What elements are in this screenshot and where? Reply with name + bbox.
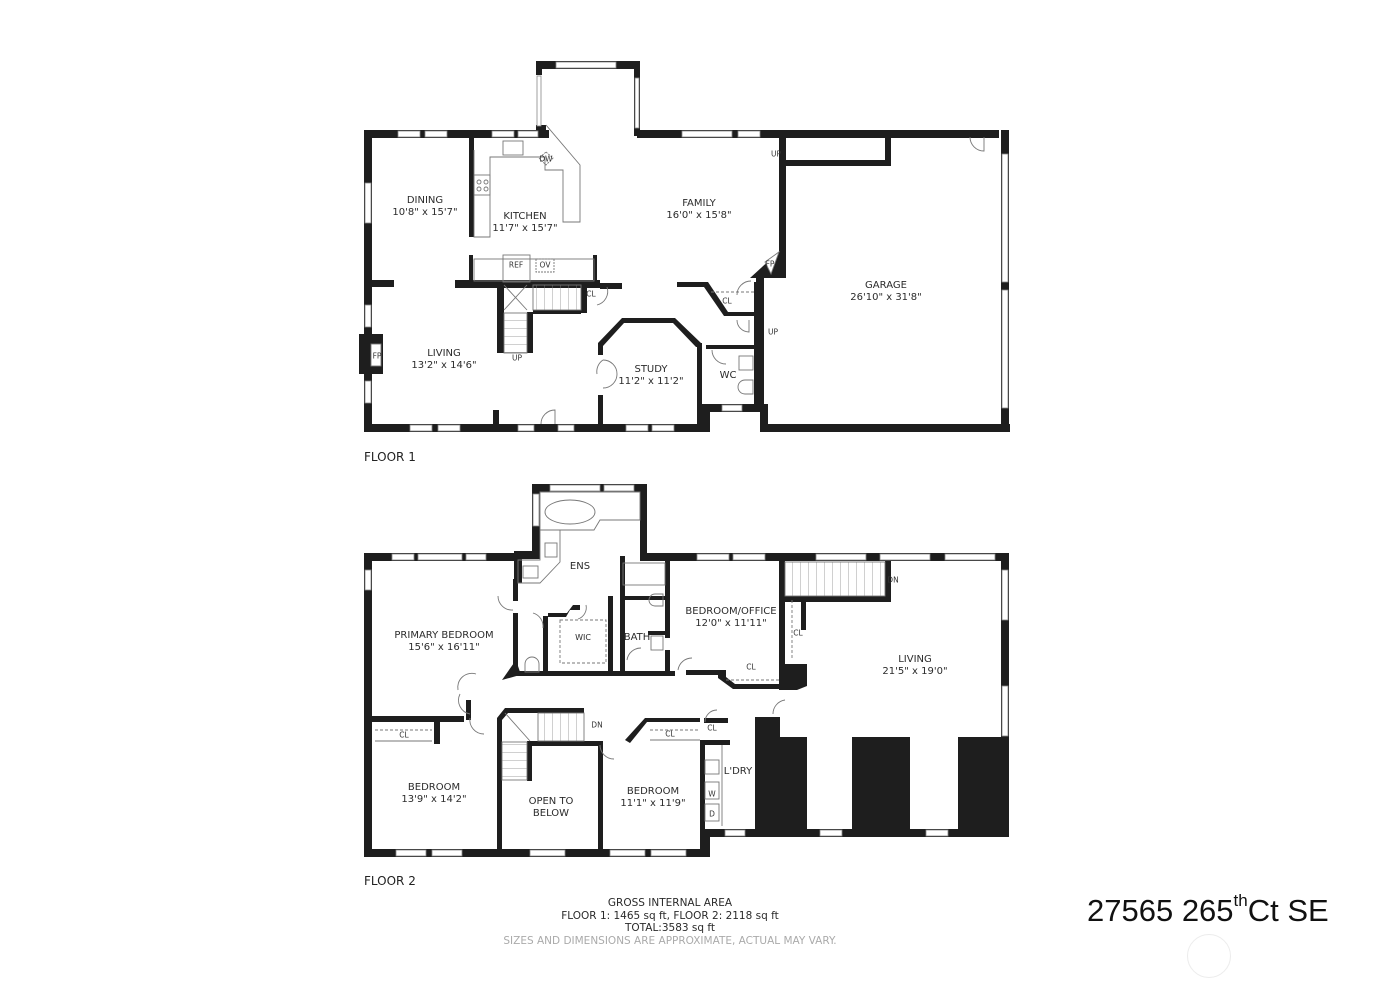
room-name: BEDROOM/OFFICE bbox=[685, 606, 777, 617]
closet-living-label: CL bbox=[793, 628, 803, 638]
room-dimensions: 10'8" x 15'7" bbox=[392, 207, 458, 218]
closet-hall-label: CL bbox=[722, 296, 732, 306]
room-label-kitchen: KITCHEN 11'7" x 15'7" bbox=[492, 211, 557, 235]
room-label-living-floor2: LIVING 21'5" x 19'0" bbox=[882, 654, 947, 678]
room-label-walk-in-closet: WIC bbox=[575, 632, 591, 644]
refrigerator-label: REF bbox=[508, 260, 524, 270]
room-label-laundry: L'DRY bbox=[724, 766, 752, 778]
room-dimensions: 13'2" x 14'6" bbox=[411, 360, 477, 371]
floor-2-windows bbox=[364, 484, 1009, 857]
floor-2-title: FLOOR 2 bbox=[364, 874, 416, 888]
fireplace-family-label: FP bbox=[765, 259, 775, 269]
room-label-bedroom-office: BEDROOM/OFFICE 12'0" x 11'11" bbox=[685, 606, 776, 630]
floor-1-fixtures bbox=[370, 124, 985, 425]
floor-1-title: FLOOR 1 bbox=[364, 450, 416, 464]
property-address: 27565 265thCt SE bbox=[1087, 891, 1329, 929]
room-label-dining: DINING 10'8" x 15'7" bbox=[392, 195, 457, 219]
address-number: 27565 265 bbox=[1087, 893, 1234, 928]
room-dimensions: BELOW bbox=[532, 808, 570, 819]
room-label-bedroom-3: BEDROOM 11'1" x 11'9" bbox=[620, 786, 685, 810]
room-name: KITCHEN bbox=[503, 211, 547, 222]
room-name: WC bbox=[719, 370, 737, 381]
room-label-family: FAMILY 16'0" x 15'8" bbox=[666, 198, 731, 222]
room-name: BATH bbox=[623, 632, 651, 643]
area-floors: FLOOR 1: 1465 sq ft, FLOOR 2: 2118 sq ft bbox=[561, 909, 779, 922]
closet-office-label: CL bbox=[746, 662, 756, 672]
room-label-open-to-below: OPEN TO BELOW bbox=[529, 796, 574, 820]
floor-1-windows bbox=[364, 61, 1009, 432]
address-ordinal-suffix: th bbox=[1233, 891, 1248, 910]
room-name: LIVING bbox=[898, 654, 932, 665]
gross-area-summary: GROSS INTERNAL AREA FLOOR 1: 1465 sq ft,… bbox=[503, 897, 836, 947]
address-street: Ct SE bbox=[1247, 893, 1329, 928]
watermark-logo-icon bbox=[1187, 934, 1231, 978]
floor-2-fixtures bbox=[375, 491, 886, 826]
room-dimensions: 12'0" x 11'11" bbox=[695, 618, 767, 629]
room-name: DINING bbox=[406, 195, 444, 206]
room-dimensions: 16'0" x 15'8" bbox=[666, 210, 732, 221]
room-name: WIC bbox=[575, 633, 591, 642]
room-name: PRIMARY BEDROOM bbox=[394, 630, 494, 641]
room-name: OPEN TO bbox=[528, 796, 574, 807]
room-name: BEDROOM bbox=[626, 786, 680, 797]
room-name: STUDY bbox=[634, 364, 668, 375]
area-disclaimer: SIZES AND DIMENSIONS ARE APPROXIMATE, AC… bbox=[503, 934, 837, 947]
area-heading: GROSS INTERNAL AREA bbox=[607, 897, 733, 909]
dryer-label: D bbox=[709, 809, 715, 819]
room-name: BEDROOM bbox=[407, 782, 461, 793]
room-label-ensuite: ENS bbox=[570, 561, 590, 573]
closet-bedroom-2-label: CL bbox=[399, 730, 409, 740]
room-label-primary-bedroom: PRIMARY BEDROOM 15'6" x 16'11" bbox=[394, 630, 493, 654]
oven-label: OV bbox=[539, 260, 551, 270]
room-label-study: STUDY 11'2" x 11'2" bbox=[618, 364, 683, 388]
room-name: L'DRY bbox=[723, 766, 753, 777]
room-dimensions: 21'5" x 19'0" bbox=[882, 666, 948, 677]
stairs-up-garage-label: UP bbox=[767, 327, 779, 337]
room-dimensions: 26'10" x 31'8" bbox=[850, 292, 922, 303]
room-name: ENS bbox=[569, 561, 591, 572]
room-dimensions: 11'7" x 15'7" bbox=[492, 223, 558, 234]
area-total: TOTAL:3583 sq ft bbox=[624, 922, 715, 934]
room-dimensions: 11'2" x 11'2" bbox=[618, 376, 684, 387]
room-name: GARAGE bbox=[865, 280, 907, 291]
room-dimensions: 15'6" x 16'11" bbox=[408, 642, 480, 653]
room-label-bedroom-2: BEDROOM 13'9" x 14'2" bbox=[401, 782, 466, 806]
room-label-living-floor1: LIVING 13'2" x 14'6" bbox=[411, 348, 476, 372]
washer-label: W bbox=[708, 789, 716, 799]
closet-bedroom-3-label: CL bbox=[665, 729, 675, 739]
room-label-garage: GARAGE 26'10" x 31'8" bbox=[850, 280, 922, 304]
room-label-bath: BATH bbox=[624, 632, 651, 644]
room-dimensions: 11'1" x 11'9" bbox=[620, 798, 686, 809]
stairs-up-living-label: UP bbox=[511, 353, 523, 363]
room-label-wc: WC bbox=[720, 370, 737, 382]
floor-1-plan bbox=[359, 61, 1010, 432]
stairs-down-living-label: DN bbox=[887, 575, 899, 585]
stairs-up-main-label: UP bbox=[770, 149, 782, 159]
room-dimensions: 13'9" x 14'2" bbox=[401, 794, 467, 805]
closet-hall-label-floor2: CL bbox=[707, 723, 717, 733]
fireplace-living-label: FP bbox=[372, 351, 382, 361]
room-name: LIVING bbox=[427, 348, 461, 359]
stairs-down-hall-label: DN bbox=[591, 720, 603, 730]
room-name: FAMILY bbox=[682, 198, 716, 209]
dishwasher-label: DW bbox=[539, 154, 553, 164]
closet-stair-label: CL bbox=[586, 289, 596, 299]
